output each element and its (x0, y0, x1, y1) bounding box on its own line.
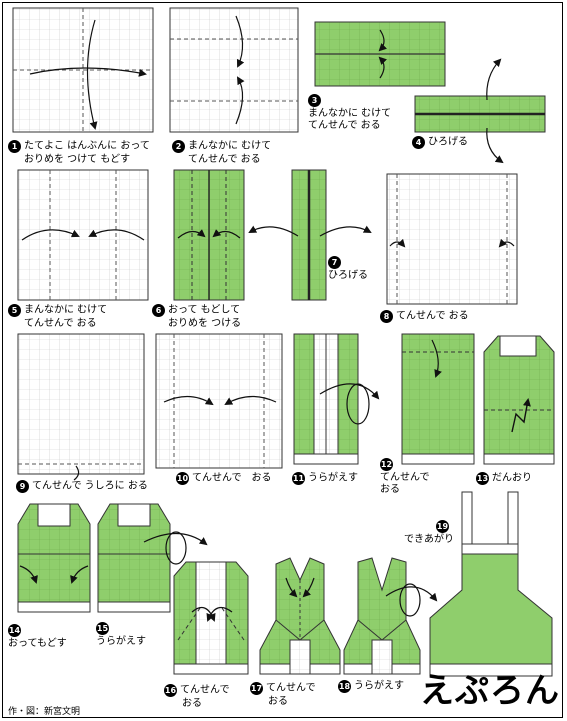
step-5-figure (17, 169, 149, 301)
step-number-badge: 14 (8, 624, 21, 637)
step-number-badge: 16 (164, 684, 177, 697)
step-number-badge: 3 (308, 94, 321, 107)
step-6-figure (173, 169, 245, 301)
step-15-caption: 15 うらがえす (96, 622, 146, 647)
step-3-caption: 3 まんなかに むけて てんせんで おる (308, 94, 392, 131)
step-8-figure (386, 173, 518, 305)
step-19-caption: 19 できあがり (404, 520, 454, 545)
step-11-figure (293, 333, 380, 465)
step-number-badge: 11 (292, 472, 305, 485)
step-number-badge: 8 (380, 310, 393, 323)
step-7-caption: 7 ひろげる (328, 256, 368, 281)
step-number-badge: 15 (96, 622, 109, 635)
page-title: えぷろん (420, 671, 560, 711)
step-number-badge: 17 (250, 682, 263, 695)
step-number-badge: 12 (380, 458, 393, 471)
step-number-badge: 4 (412, 136, 425, 149)
step-17-figure (259, 557, 341, 675)
credit-text: 作・図：新宮文明 (8, 707, 81, 717)
step-number-badge: 13 (476, 472, 489, 485)
step-number-badge: 19 (436, 520, 449, 533)
step-12-figure (401, 333, 475, 465)
step-7-figure (248, 169, 372, 301)
step-number-badge: 2 (172, 140, 185, 153)
step-10-figure (155, 333, 283, 469)
step-number-badge: 7 (328, 256, 341, 269)
step-9-figure (17, 333, 145, 481)
step-14-figure (17, 503, 91, 613)
step-number-badge: 6 (152, 304, 165, 317)
step-1-figure (12, 7, 154, 133)
step-number-badge: 18 (338, 680, 351, 693)
step-number-badge: 9 (16, 480, 29, 493)
step-number-badge: 1 (8, 140, 21, 153)
step-number-badge: 10 (176, 472, 189, 485)
step-16-figure (173, 561, 249, 675)
step-4-figure (414, 58, 546, 164)
step-number-badge: 5 (8, 304, 21, 317)
step-2-figure (169, 7, 299, 133)
step-12-caption: 12 てんせんで おる (380, 458, 430, 495)
step-18-figure (343, 557, 438, 675)
step-14-caption: 14 おってもどす (8, 624, 67, 649)
step-19-figure (429, 491, 553, 677)
step-13-figure (483, 335, 555, 465)
step-15-figure (97, 503, 208, 613)
step-3-figure (314, 21, 446, 87)
